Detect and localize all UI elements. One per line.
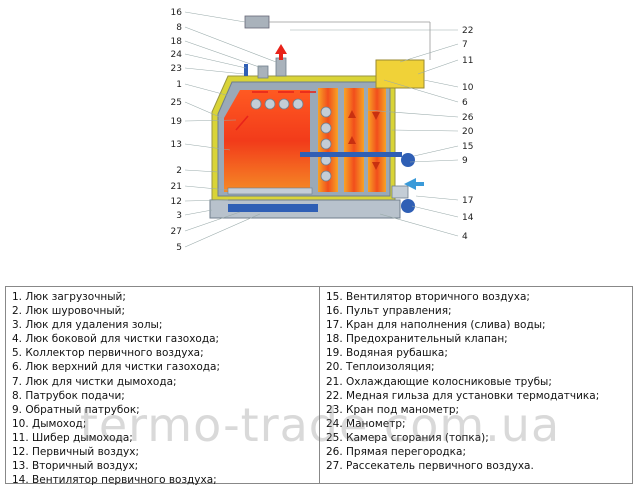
callout: 6	[462, 98, 468, 108]
grate-pipes	[227, 187, 313, 195]
callout: 21	[171, 182, 182, 192]
heat-arrows-columns	[348, 110, 380, 170]
heat-exchanger-column-3	[368, 88, 386, 192]
callout: 4	[462, 232, 468, 242]
legend-item: 14. Вентилятор первичного воздуха;	[12, 474, 217, 487]
callout: 23	[171, 64, 182, 74]
legend-item: 7. Люк для чистки дымохода;	[12, 375, 177, 388]
water-inlet-arrow	[404, 178, 424, 190]
callout: 26	[462, 113, 474, 123]
legend-item: 27. Рассекатель первичного воздуха.	[326, 460, 534, 473]
callout: 1	[176, 80, 182, 90]
callout: 17	[462, 196, 473, 206]
callout: 3	[176, 211, 182, 221]
callout: 2	[176, 166, 182, 176]
callout: 10	[462, 83, 474, 93]
callout: 22	[462, 26, 473, 36]
callouts-right: 22 7 11 10 6 26 20 15 9 17 14 4	[462, 26, 474, 242]
legend-item: 20. Теплоизоляция;	[326, 361, 435, 374]
legend-item: 19. Водяная рубашка;	[326, 347, 448, 360]
manometer	[244, 64, 248, 76]
primary-air-collector	[228, 204, 318, 212]
callout: 27	[171, 227, 182, 237]
legend-item: 6. Люк верхний для чистки газохода;	[12, 361, 221, 374]
callout: 8	[176, 23, 182, 33]
legend-item: 5. Коллектор первичного воздуха;	[12, 347, 204, 360]
callouts-left: 16 8 18 24 23 1 25 19 13 2 21 12 3 27 5	[171, 8, 183, 253]
legend-item: 23. Кран под манометр;	[326, 403, 460, 416]
legend-column-left: 1. Люк загрузочный; 2. Люк шуровочный; 3…	[6, 287, 319, 486]
legend-item: 17. Кран для наполнения (слива) воды;	[326, 319, 546, 332]
fan-primary	[401, 199, 415, 213]
fan-secondary	[401, 153, 415, 167]
callout: 12	[171, 197, 182, 207]
legend-item: 16. Пульт управления;	[326, 305, 452, 318]
callout: 20	[462, 127, 474, 137]
callout: 9	[462, 156, 468, 166]
legend-item: 18. Предохранительный клапан;	[326, 333, 508, 346]
legend-item: 12. Первичный воздух;	[12, 446, 140, 459]
legend-item: 13. Вторичный воздух;	[12, 460, 139, 473]
secondary-air-pipe	[300, 152, 402, 157]
legend-item: 2. Люк шуровочный;	[12, 305, 126, 318]
legend-item: 9. Обратный патрубок;	[12, 403, 140, 416]
flue-gas-arrow	[275, 44, 287, 60]
leader-lines-left	[184, 11, 277, 248]
boiler-diagram: 16 8 18 24 23 1 25 19 13 2 21 12 3 27 5 …	[171, 8, 474, 253]
control-panel	[244, 15, 270, 29]
legend-item: 3. Люк для удаления золы;	[12, 319, 163, 332]
flame-arrows	[235, 91, 316, 131]
leader-lines-right	[290, 29, 459, 237]
legend-item: 4. Люк боковой для чистки газохода;	[12, 333, 220, 346]
legend-item: 8. Патрубок подачи;	[12, 389, 125, 402]
legend-item: 15. Вентилятор вторичного воздуха;	[326, 291, 530, 303]
combustion-chamber	[224, 90, 310, 192]
callout: 18	[171, 37, 183, 47]
legend-item: 22. Медная гильза для установки термодат…	[326, 389, 600, 402]
legend-table: 1. Люк загрузочный; 2. Люк шуровочный; 3…	[5, 286, 633, 486]
callout: 14	[462, 213, 474, 223]
callout: 13	[171, 140, 182, 150]
callout: 16	[171, 8, 183, 18]
legend-item: 1. Люк загрузочный;	[12, 291, 126, 303]
legend-item: 25. Камера сгорания (топка);	[326, 431, 489, 444]
chimney-pipe	[391, 185, 409, 199]
legend-item: 24. Манометр;	[326, 417, 406, 430]
legend-item: 10. Дымоход;	[12, 417, 87, 430]
cooling-pipes-top	[250, 98, 332, 182]
callout: 5	[176, 243, 182, 253]
callout: 25	[171, 98, 182, 108]
legend-item: 11. Шибер дымохода;	[12, 431, 133, 444]
callout: 11	[462, 56, 473, 66]
safety-valve	[257, 65, 269, 79]
chimney-box	[375, 59, 425, 89]
callout: 19	[171, 117, 183, 127]
callout: 15	[462, 142, 473, 152]
legend-column-right: 15. Вентилятор вторичного воздуха; 16. П…	[319, 287, 632, 483]
supply-pipe	[275, 57, 287, 77]
callout: 7	[462, 40, 468, 50]
legend-item: 21. Охлаждающие колосниковые трубы;	[326, 375, 552, 388]
legend-item: 26. Прямая перегородка;	[326, 446, 466, 459]
callout: 24	[171, 50, 183, 60]
